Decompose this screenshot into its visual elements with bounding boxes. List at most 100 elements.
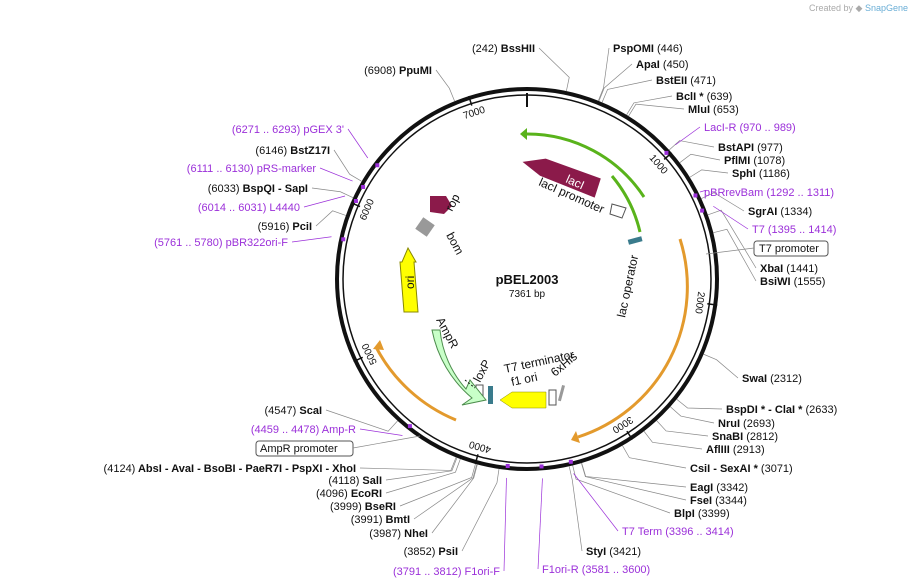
primer-label: (5761 .. 5780) pBR322ori-F: [154, 237, 288, 249]
6xHis-box: [557, 385, 566, 402]
enzyme-leader-line: [679, 153, 721, 163]
primer-leader-line: [699, 189, 707, 193]
enzyme-leader-line: [461, 468, 500, 552]
enzyme-label-part-a: (4124): [104, 463, 136, 475]
enzyme-label-part-a: BclI *: [676, 91, 704, 103]
lacI-promoter-box: [609, 203, 627, 219]
lac-operator-box: [627, 236, 643, 245]
snapgene-logo-icon: ◆: [855, 3, 863, 13]
primer-leader-line: [713, 205, 749, 230]
enzyme-label-part-b: (450): [660, 59, 689, 71]
primer-label: T7 (1395 .. 1414): [752, 224, 836, 236]
enzyme-label-part-b: (2312): [767, 373, 802, 385]
lacI-arc-green: [526, 132, 646, 198]
enzyme-label-part-b: (977): [754, 142, 783, 154]
enzyme-label-part-a: XbaI: [760, 263, 783, 275]
enzyme-label-part-a: EagI: [690, 482, 713, 494]
tick-label: 2000: [692, 291, 706, 315]
enzyme-site: MluI (653): [688, 104, 739, 116]
enzyme-label-part-a: MluI: [688, 104, 710, 116]
tick-mark: [626, 430, 633, 440]
enzyme-label-part-a: BsiWI: [760, 276, 791, 288]
enzyme-site: BlpI (3399): [674, 508, 730, 520]
enzyme-label-part-b: BstZ17I: [287, 145, 330, 157]
enzyme-label-part-a: (3852): [404, 546, 436, 558]
t7-promoter-box-label: T7 promoter: [705, 240, 829, 257]
ampR-promoter-box-label: AmpR promoter: [255, 435, 421, 457]
enzyme-site: (3999) BseRI: [330, 501, 396, 513]
enzyme-label-part-b: EcoRI: [348, 488, 382, 500]
enzyme-label-part-a: (4547): [265, 405, 297, 417]
ori-label: ori: [403, 276, 417, 289]
enzyme-label-part-b: (3071): [758, 463, 793, 475]
primer-labels: LacI-R (970 .. 989) pBRrevBam (1292 .. 13…: [154, 122, 836, 578]
enzyme-label-part-b: AbsI - AvaI - BsoBI - PaeR7I - PspXI - X…: [135, 463, 356, 475]
lacI-promoter-arc-green: [610, 175, 642, 233]
lacI-green-arrowhead: [520, 128, 527, 140]
tick-label: 1000: [647, 153, 670, 177]
enzyme-label-part-a: (4096): [316, 488, 348, 500]
primer-marker: [505, 464, 510, 469]
enzyme-site: (3991) BmtI: [351, 514, 410, 526]
enzyme-leader-line: [598, 63, 633, 102]
enzyme-label-part-b: BspQI - SapI: [240, 183, 308, 195]
enzyme-site: ApaI (450): [636, 59, 689, 71]
primer-marker: [568, 459, 573, 464]
enzyme-leader-line: [601, 79, 653, 103]
enzyme-leader-line: [703, 353, 739, 379]
tick-label: 7000: [462, 105, 487, 122]
enzyme-leader-line: [581, 462, 687, 488]
ori-feature-arrow: [399, 246, 419, 313]
enzyme-label-part-b: (2812): [743, 431, 778, 443]
tick-label: 3000: [610, 414, 635, 436]
enzyme-label-part-b: (471): [687, 75, 716, 87]
lacI-feature-arrow: [522, 158, 601, 198]
enzyme-label-part-b: SalI: [359, 475, 382, 487]
enzyme-label-part-b: PciI: [289, 221, 312, 233]
enzyme-label-part-a: ApaI: [636, 59, 660, 71]
enzyme-leader-line: [713, 228, 757, 282]
enzyme-label-part-b: (2913): [730, 444, 765, 456]
enzyme-label-part-b: (639): [704, 91, 733, 103]
enzyme-label-part-b: NheI: [401, 528, 428, 540]
primer-marker: [664, 150, 669, 155]
primer-marker: [693, 193, 698, 198]
enzyme-site: (242) BssHII: [472, 43, 535, 55]
lacI-label: lacI: [564, 172, 587, 192]
enzyme-site: (6033) BspQI - SapI: [208, 183, 308, 195]
enzyme-label-part-b: (1334): [777, 206, 812, 218]
primer-leader-line: [537, 478, 543, 570]
enzyme-leader-line: [325, 409, 398, 432]
enzyme-label-part-a: SnaBI: [712, 431, 743, 443]
backbone-outer-ring: [335, 87, 719, 471]
enzyme-label-part-b: (3344): [712, 495, 747, 507]
primer-label: T7 Term (3396 .. 3414): [622, 526, 734, 538]
enzyme-site: SphI (1186): [732, 168, 790, 180]
enzyme-leader-line: [670, 406, 715, 424]
enzyme-label-part-a: BspDI * - ClaI *: [726, 404, 803, 416]
bom-label: bom: [443, 230, 466, 257]
snapgene-credit: Created by ◆ SnapGene: [809, 3, 908, 14]
enzyme-label-part-b: PpuMI: [396, 65, 432, 77]
primer-marker: [407, 424, 412, 429]
enzyme-label-part-a: (3999): [330, 501, 362, 513]
t7-terminator-box: [548, 389, 557, 406]
enzyme-label-part-b: PsiI: [435, 546, 458, 558]
enzyme-site: AflIII (2913): [706, 444, 765, 456]
primer-marker: [700, 208, 705, 213]
credit-created-by: Created by: [808, 3, 853, 13]
enzyme-site: FseI (3344): [690, 495, 747, 507]
primer-marker: [375, 163, 380, 168]
enzyme-leader-lines: [311, 47, 757, 552]
enzyme-site: (5916) PciI: [258, 221, 312, 233]
primer-label: LacI-R (970 .. 989): [704, 122, 796, 134]
enzyme-label-part-b: (446): [654, 43, 683, 55]
enzyme-site: SwaI (2312): [742, 373, 802, 385]
enzyme-site: (4096) EcoRI: [316, 488, 382, 500]
enzyme-leader-line: [622, 445, 687, 469]
enzyme-leader-line: [668, 140, 715, 151]
primer-marker: [341, 237, 346, 242]
primer-label: (3791 .. 3812) F1ori-F: [393, 566, 500, 578]
primer-label: pBRrevBam (1292 .. 1311): [704, 187, 834, 199]
